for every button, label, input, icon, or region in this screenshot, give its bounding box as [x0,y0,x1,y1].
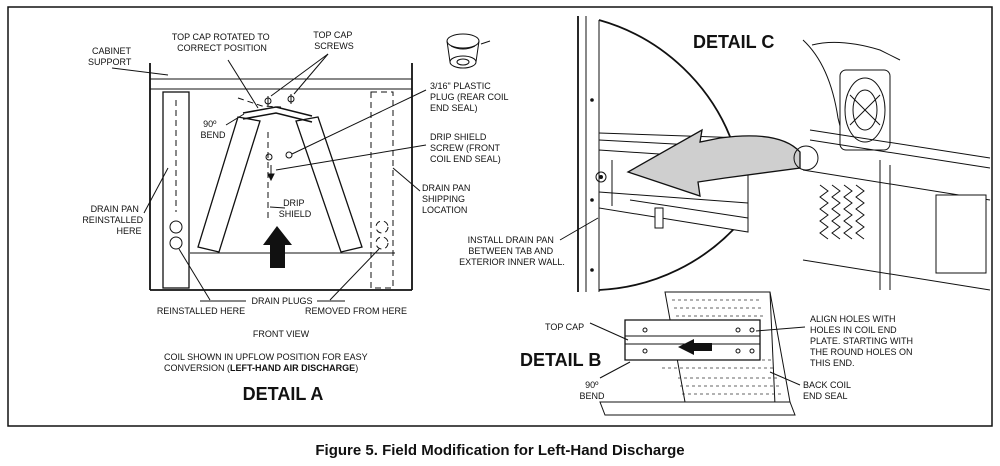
drip-shield-screw-label: DRIP SHIELD SCREW (FRONT COIL END SEAL) [430,132,502,164]
drain-pan-reinstalled-label: DRAIN PAN REINSTALLED HERE [82,204,145,236]
drain-pan-shipping-label: DRAIN PAN SHIPPING LOCATION [422,183,473,215]
detail-a-title: DETAIL A [243,384,324,404]
top-cap-screws-label: TOP CAP SCREWS [313,30,355,51]
top-cap-rotated-label: TOP CAP ROTATED TO CORRECT POSITION [172,32,272,53]
plastic-plug-label: 3/16" PLASTIC PLUG (REAR COIL END SEAL) [430,81,511,113]
figure-frame [7,6,993,427]
bend-90-label-b: 90º BEND [579,380,605,401]
detail-b-drawing [589,291,806,416]
front-view-label: FRONT VIEW [253,329,310,339]
top-cap-label-b: TOP CAP [545,322,584,332]
figure-caption: Figure 5. Field Modification for Left-Ha… [315,442,684,459]
detail-c-drawing [559,16,991,292]
reinstalled-here-label: REINSTALLED HERE [157,306,245,316]
install-drain-pan-label: INSTALL DRAIN PAN BETWEEN TAB AND EXTERI… [459,235,565,267]
detail-b-title: DETAIL B [520,350,601,370]
align-holes-label: ALIGN HOLES WITH HOLES IN COIL END PLATE… [810,314,916,368]
back-coil-end-seal-label: BACK COIL END SEAL [803,380,853,401]
bend-90-label-a: 90º BEND [200,119,226,140]
plastic-plug-icon [446,33,491,69]
coil-note-line-2: CONVERSION (LEFT-HAND AIR DISCHARGE) [164,363,358,373]
removed-from-here-label: REMOVED FROM HERE [305,306,407,316]
detail-c-title: DETAIL C [693,32,774,52]
coil-note-line-1: COIL SHOWN IN UPFLOW POSITION FOR EASY [164,352,368,362]
cabinet-support-label: CABINET SUPPORT [88,46,133,67]
drain-plugs-label: DRAIN PLUGS [251,296,312,306]
detail-a-drawing [111,53,427,302]
drip-shield-label: DRIP SHIELD [279,198,312,219]
